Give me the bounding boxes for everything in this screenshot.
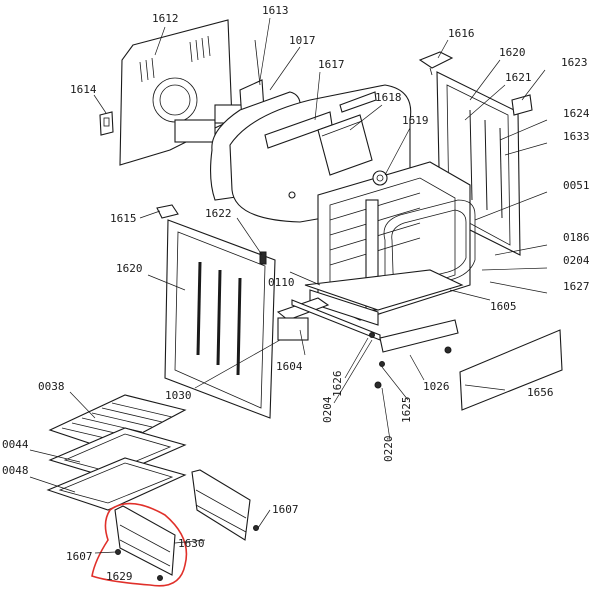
- bracket-1615: [156, 204, 179, 219]
- heater-cover-1618: [317, 114, 373, 176]
- label-0204-right: 0204: [563, 254, 590, 267]
- label-1629: 1629: [106, 570, 133, 583]
- bolt-1625: [379, 361, 385, 367]
- screw-1607: [253, 525, 259, 531]
- deep-pan-0048: [46, 457, 187, 511]
- top-bracket-1616: [418, 51, 454, 76]
- hinge-1622: [259, 251, 267, 265]
- label-1620-left: 1620: [116, 262, 143, 275]
- label-1622: 1622: [205, 207, 232, 220]
- label-0048: 0048: [2, 464, 29, 477]
- label-0220: 0220: [382, 436, 395, 463]
- label-1026: 1026: [423, 380, 450, 393]
- bolt-1626: [369, 332, 375, 338]
- label-1607-right: 1607: [272, 503, 299, 516]
- foot-screw: [444, 346, 452, 354]
- label-1614: 1614: [70, 83, 97, 96]
- label-1630: 1630: [178, 537, 205, 550]
- label-1617: 1617: [318, 58, 345, 71]
- label-0038: 0038: [38, 380, 65, 393]
- drawer-tray: [304, 269, 464, 326]
- label-1618: 1618: [375, 91, 402, 104]
- foot-screw-0220: [374, 381, 382, 389]
- label-1604: 1604: [276, 360, 303, 373]
- label-1605: 1605: [490, 300, 517, 313]
- leader-lines: [29, 17, 548, 554]
- label-1607-left: 1607: [66, 550, 93, 563]
- label-0051: 0051: [563, 179, 590, 192]
- rack-guide-1629: [114, 505, 176, 581]
- label-0044: 0044: [2, 438, 29, 451]
- drawer-front-1656: [459, 329, 563, 411]
- side-panel-left: [164, 219, 276, 419]
- label-1615: 1615: [110, 212, 137, 225]
- label-1616: 1616: [448, 27, 475, 40]
- label-1656: 1656: [527, 386, 554, 399]
- label-1612: 1612: [152, 12, 179, 25]
- label-1621: 1621: [505, 71, 532, 84]
- label-1620-top: 1620: [499, 46, 526, 59]
- label-1017: 1017: [289, 34, 316, 47]
- bracket-1623: [511, 94, 533, 116]
- back-panel: [119, 19, 251, 166]
- highlight-circle: [91, 502, 188, 587]
- label-0186: 0186: [563, 231, 590, 244]
- kickplate-1026: [379, 319, 459, 353]
- label-0110: 0110: [268, 276, 295, 289]
- label-1627: 1627: [563, 280, 590, 293]
- label-1624: 1624: [563, 107, 590, 120]
- label-1626: 1626: [331, 371, 344, 398]
- bracket-1614: [99, 111, 114, 136]
- label-1633: 1633: [563, 130, 590, 143]
- label-1613: 1613: [262, 4, 289, 17]
- label-1619: 1619: [402, 114, 429, 127]
- label-1625: 1625: [400, 397, 413, 424]
- label-1623: 1623: [561, 56, 588, 69]
- label-0204-bottom: 0204: [321, 396, 334, 423]
- drawer-rail-1604: [276, 297, 381, 341]
- part-labels: 1612 1613 1017 1617 1614 1618 1619 1616 …: [2, 4, 590, 583]
- label-1030: 1030: [165, 389, 192, 402]
- rack-guide-1630: [191, 469, 251, 541]
